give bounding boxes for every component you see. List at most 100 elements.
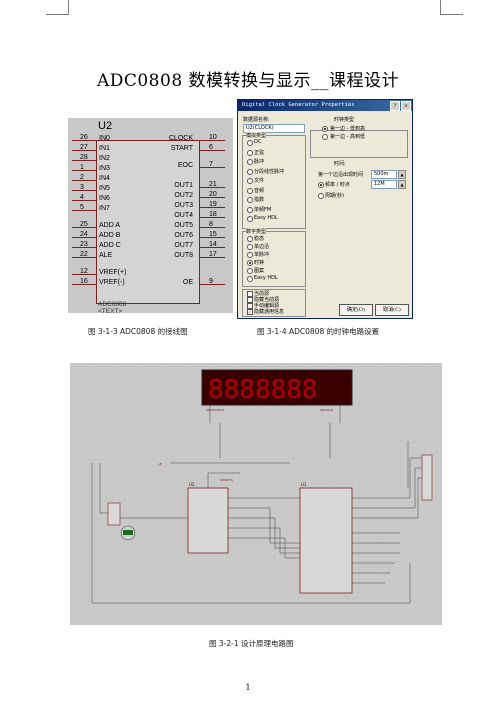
- adc-left-pin-label: ADD B: [99, 232, 121, 239]
- adc-left-pin-label: IN2: [99, 155, 110, 162]
- adc-right-pin-number: 7: [209, 161, 213, 168]
- period-label: 周期(秒): [325, 193, 344, 199]
- adc-right-pin-line: [199, 247, 225, 248]
- adc-left-pin-label: IN6: [99, 195, 110, 202]
- freq-radio[interactable]: [318, 182, 324, 188]
- analog-type-label: 音频: [254, 187, 265, 194]
- adc-left-pin-number: 23: [80, 241, 88, 248]
- adc-right-pin-number: 17: [209, 251, 217, 258]
- adc-left-pin-label: IN4: [99, 175, 110, 182]
- display-digits: 8888888: [208, 375, 318, 405]
- adc-right-pin-label: OUT7: [174, 242, 193, 249]
- digital-type-radio[interactable]: [247, 244, 253, 250]
- svg-text:QRSTUVW: QRSTUVW: [320, 408, 333, 412]
- schematic-wires: [91, 423, 422, 604]
- adc-right-pin-line: [199, 227, 225, 228]
- adc-right-pin-line: [199, 140, 225, 141]
- circuit-schematic: 8888888 U2 U1: [70, 363, 442, 625]
- analog-group: [242, 135, 306, 229]
- adc-left-pin-number: 16: [80, 278, 88, 285]
- analog-type-radio[interactable]: [247, 159, 253, 165]
- caption-fig-3-1-4: 图 3-1-4 ADC0808 的时钟电路设置: [257, 327, 380, 336]
- analog-type-radio[interactable]: [247, 216, 253, 222]
- generator-name-field[interactable]: U2(CLOCK): [243, 124, 305, 133]
- analog-type-radio[interactable]: [247, 206, 253, 213]
- option-checkbox[interactable]: [247, 297, 253, 303]
- schematic-drawing: 8888888 U2 U1: [70, 363, 442, 625]
- adc-right-pin-line: [199, 150, 225, 151]
- clock-type-option-1: 第一边 - 高到低: [330, 134, 365, 140]
- period-radio[interactable]: [318, 193, 324, 199]
- analog-type-radio[interactable]: [247, 197, 253, 203]
- analog-type-radio[interactable]: [247, 168, 253, 175]
- adc-left-pin-label: IN7: [99, 205, 110, 212]
- digital-type-radio[interactable]: [247, 260, 253, 266]
- adc-right-pin-label: OUT3: [174, 202, 193, 209]
- adc-right-pin-number: 6: [209, 144, 213, 151]
- adc-left-pin-label: VREF(-): [99, 279, 125, 286]
- option-checkbox[interactable]: [247, 291, 253, 297]
- clock-type-radio-1[interactable]: [322, 134, 328, 140]
- cancel-button[interactable]: 取消(C): [375, 304, 409, 316]
- analog-type-label: DC: [254, 139, 262, 145]
- chip-ref: U2: [98, 120, 113, 132]
- digital-type-label: 稳态: [254, 236, 265, 242]
- analog-type-label: 脉冲: [254, 159, 265, 165]
- analog-type-label: 正弦: [254, 149, 265, 156]
- analog-type-radio[interactable]: [247, 140, 253, 146]
- digital-type-label: 时钟: [254, 260, 265, 266]
- schematic-pin-labels: QRSTUVWXYZ QRSTUVW ABCDEFG LE: [158, 408, 333, 482]
- freq-field[interactable]: 12M: [371, 180, 397, 189]
- adc-left-pin-line: [72, 160, 96, 161]
- adc-right-pin-label: OUT1: [174, 182, 193, 189]
- adc-right-pin-line: [199, 217, 225, 218]
- digital-type-radio[interactable]: [247, 268, 253, 274]
- first-edge-spinner[interactable]: ▲: [398, 170, 406, 179]
- analog-type-radio[interactable]: [247, 178, 253, 184]
- chip-part-label: ADC0808<TEXT>: [98, 301, 127, 315]
- first-edge-field[interactable]: 500m: [371, 170, 397, 179]
- adc-left-pin-number: 1: [80, 164, 84, 171]
- adc-left-pin-line: [72, 180, 96, 181]
- adc-right-pin-label: OUT5: [174, 222, 193, 229]
- analog-type-label: 单频FM: [254, 206, 272, 213]
- adc-left-pin-number: 5: [80, 204, 84, 211]
- schematic-adc-ref: U2: [189, 482, 195, 487]
- adc-left-pin-label: IN1: [99, 145, 110, 152]
- adc-right-pin-label: OE: [182, 279, 193, 286]
- adc-left-pin-label: VREF(+): [99, 269, 127, 276]
- adc-left-pin-number: 26: [80, 134, 88, 141]
- adc-left-pin-line: [72, 247, 96, 248]
- digital-type-radio[interactable]: [247, 276, 253, 282]
- clock-type-radio-0[interactable]: [322, 126, 328, 132]
- adc-right-pin-number: 8: [209, 221, 213, 228]
- analog-type-radio[interactable]: [247, 187, 253, 194]
- digital-type-radio[interactable]: [247, 236, 253, 242]
- adc-left-pin-number: 4: [80, 194, 84, 201]
- digital-type-radio[interactable]: [247, 252, 253, 258]
- adc-left-pin-line: [72, 140, 96, 141]
- adc-right-pin-number: 14: [209, 241, 217, 248]
- close-button[interactable]: ×: [401, 101, 411, 111]
- adc-right-pin-number: 9: [209, 278, 213, 285]
- ok-button[interactable]: 确定(O): [339, 304, 373, 316]
- adc-left-pin-label: IN5: [99, 185, 110, 192]
- adc-left-pin-line: [72, 237, 96, 238]
- option-label: 当前源: [254, 291, 270, 297]
- adc-right-pin-line: [199, 284, 225, 285]
- analog-type-radio[interactable]: [247, 149, 253, 156]
- svg-text:ABCDEFG: ABCDEFG: [220, 478, 233, 482]
- adc-left-pin-number: 25: [80, 221, 88, 228]
- option-checkbox[interactable]: [247, 303, 253, 309]
- adc-left-pin-line: [72, 274, 96, 275]
- adc-right-pin-line: [199, 237, 225, 238]
- page-number: 1: [245, 683, 251, 692]
- option-checkbox[interactable]: ✓: [247, 309, 253, 315]
- schematic-potentiometer: [107, 502, 121, 526]
- freq-spinner[interactable]: ▲: [398, 180, 406, 189]
- schematic-adc-chip: [187, 487, 229, 554]
- adc-left-pin-number: 28: [80, 154, 88, 161]
- adc-right-pin-number: 21: [209, 181, 217, 188]
- help-button[interactable]: ?: [390, 101, 400, 111]
